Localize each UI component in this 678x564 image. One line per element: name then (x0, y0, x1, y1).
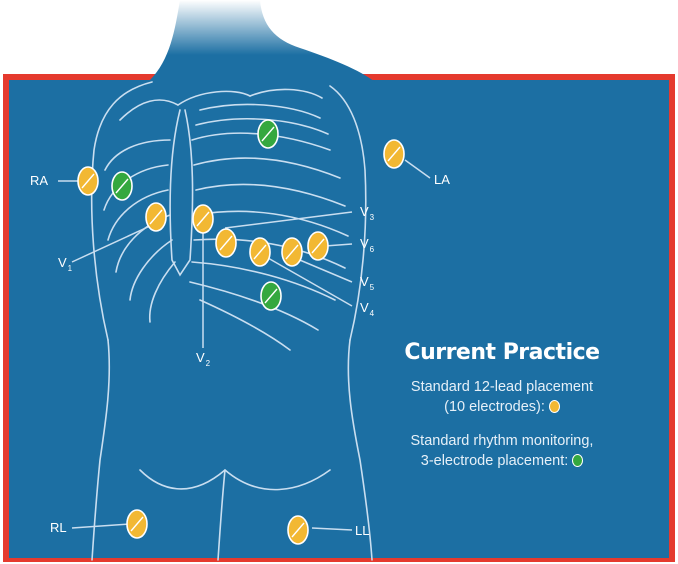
legend-rhythm-line1: Standard rhythm monitoring, (352, 431, 652, 451)
v3-letter: V (360, 204, 369, 219)
v6-number: 6 (370, 245, 374, 254)
legend: Current Practice Standard 12-lead placem… (352, 340, 652, 485)
label-v3: V3 (360, 204, 374, 219)
label-v4: V4 (360, 300, 374, 315)
legend-rhythm: Standard rhythm monitoring, 3-electrode … (352, 431, 652, 471)
v6-letter: V (360, 236, 369, 251)
diagram-background (9, 80, 669, 558)
twelve-lead-swatch-icon (549, 400, 560, 413)
label-v5: V5 (360, 274, 374, 289)
v4-letter: V (360, 300, 369, 315)
label-v2: V2 (196, 350, 210, 365)
v2-number: 2 (206, 359, 210, 368)
label-rl: RL (50, 520, 67, 535)
legend-title: Current Practice (352, 340, 652, 365)
v2-letter: V (196, 350, 205, 365)
v5-number: 5 (370, 283, 374, 292)
legend-twelve-lead-line2-row: (10 electrodes): (352, 397, 652, 417)
label-ra: RA (30, 173, 48, 188)
label-v6: V6 (360, 236, 374, 251)
v1-letter: V (58, 255, 67, 270)
legend-twelve-lead: Standard 12-lead placement (10 electrode… (352, 377, 652, 417)
v1-number: 1 (68, 264, 72, 273)
label-ll: LL (355, 523, 369, 538)
rhythm-swatch-icon (572, 454, 583, 467)
v3-number: 3 (370, 213, 374, 222)
legend-twelve-lead-line1: Standard 12-lead placement (352, 377, 652, 397)
legend-rhythm-line2: 3-electrode placement: (421, 453, 569, 469)
neck-top-fade (150, 0, 390, 55)
v4-number: 4 (370, 309, 374, 318)
legend-rhythm-line2-row: 3-electrode placement: (352, 451, 652, 471)
label-la: LA (434, 172, 450, 187)
v5-letter: V (360, 274, 369, 289)
label-v1: V1 (58, 255, 72, 270)
legend-twelve-lead-line2: (10 electrodes): (444, 399, 545, 415)
